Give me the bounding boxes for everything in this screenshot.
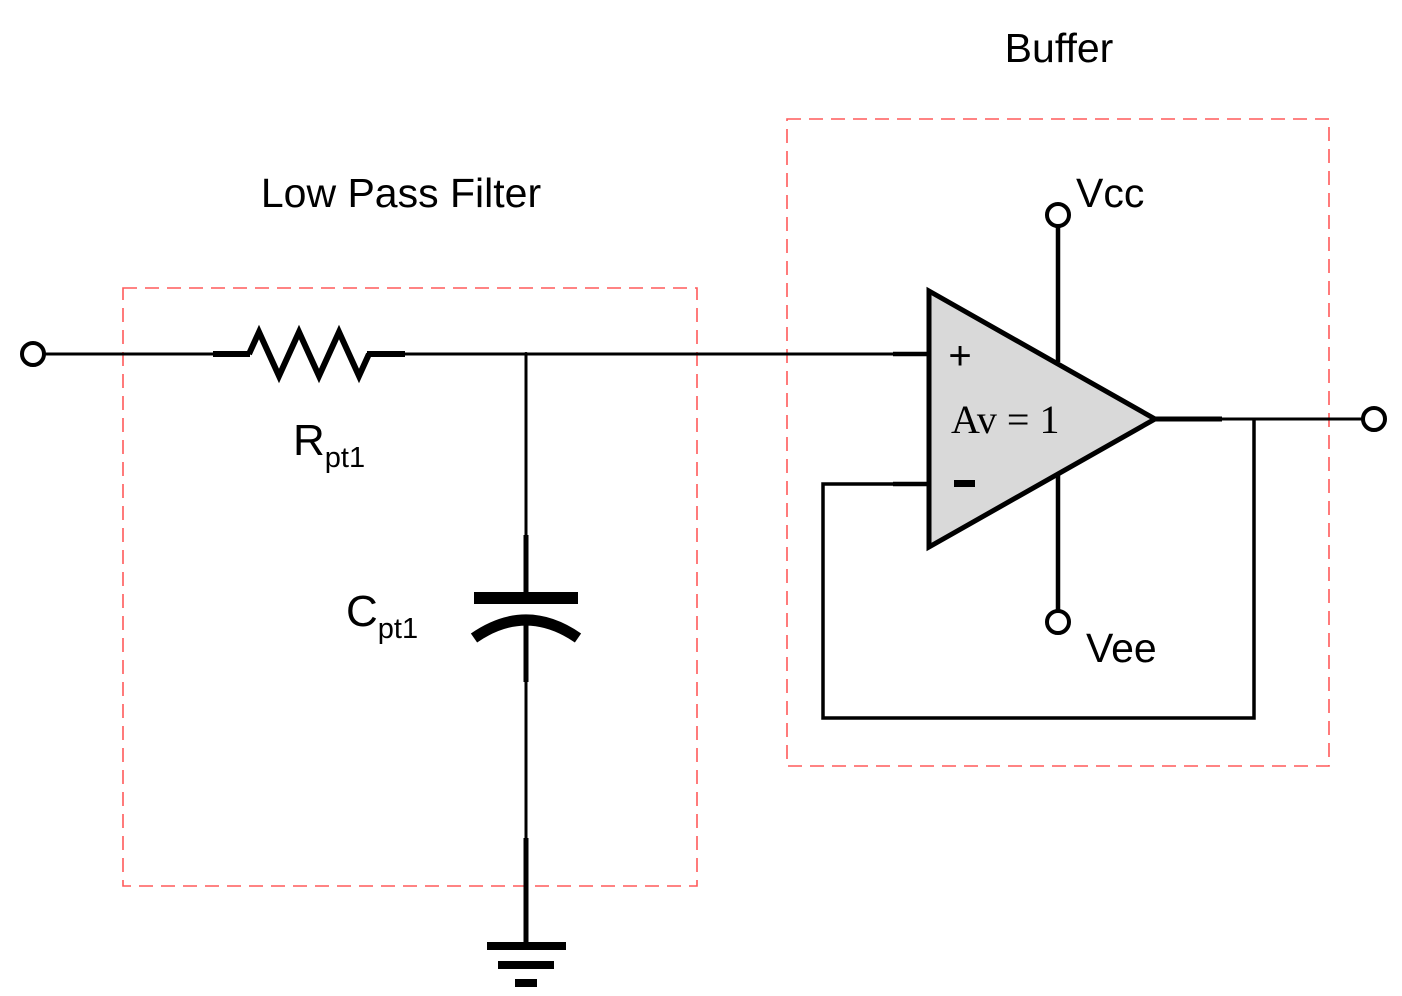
ground-icon (487, 942, 566, 987)
buffer-block-title: Buffer (1005, 25, 1114, 71)
feedback-loop (821, 419, 1256, 720)
output-terminal (1361, 406, 1387, 432)
low-pass-filter-block (122, 287, 698, 887)
resistor-symbol (213, 324, 405, 384)
capacitor-symbol (470, 535, 582, 682)
filter-block-title: Low Pass Filter (261, 170, 541, 216)
resistor-label: Rpt1 (293, 416, 365, 474)
opamp-plus-sign: + (948, 334, 971, 378)
opamp-minus-sign (954, 480, 975, 487)
buffer-block (786, 118, 1330, 767)
vcc-label: Vcc (1076, 170, 1144, 216)
vee-label: Vee (1086, 625, 1157, 671)
vee-terminal (1045, 609, 1071, 635)
opamp-gain-label: Av = 1 (951, 397, 1059, 442)
capacitor-label: Cpt1 (346, 587, 418, 645)
input-terminal (20, 341, 46, 367)
opamp-symbol (926, 286, 1161, 552)
vcc-terminal (1045, 202, 1071, 228)
